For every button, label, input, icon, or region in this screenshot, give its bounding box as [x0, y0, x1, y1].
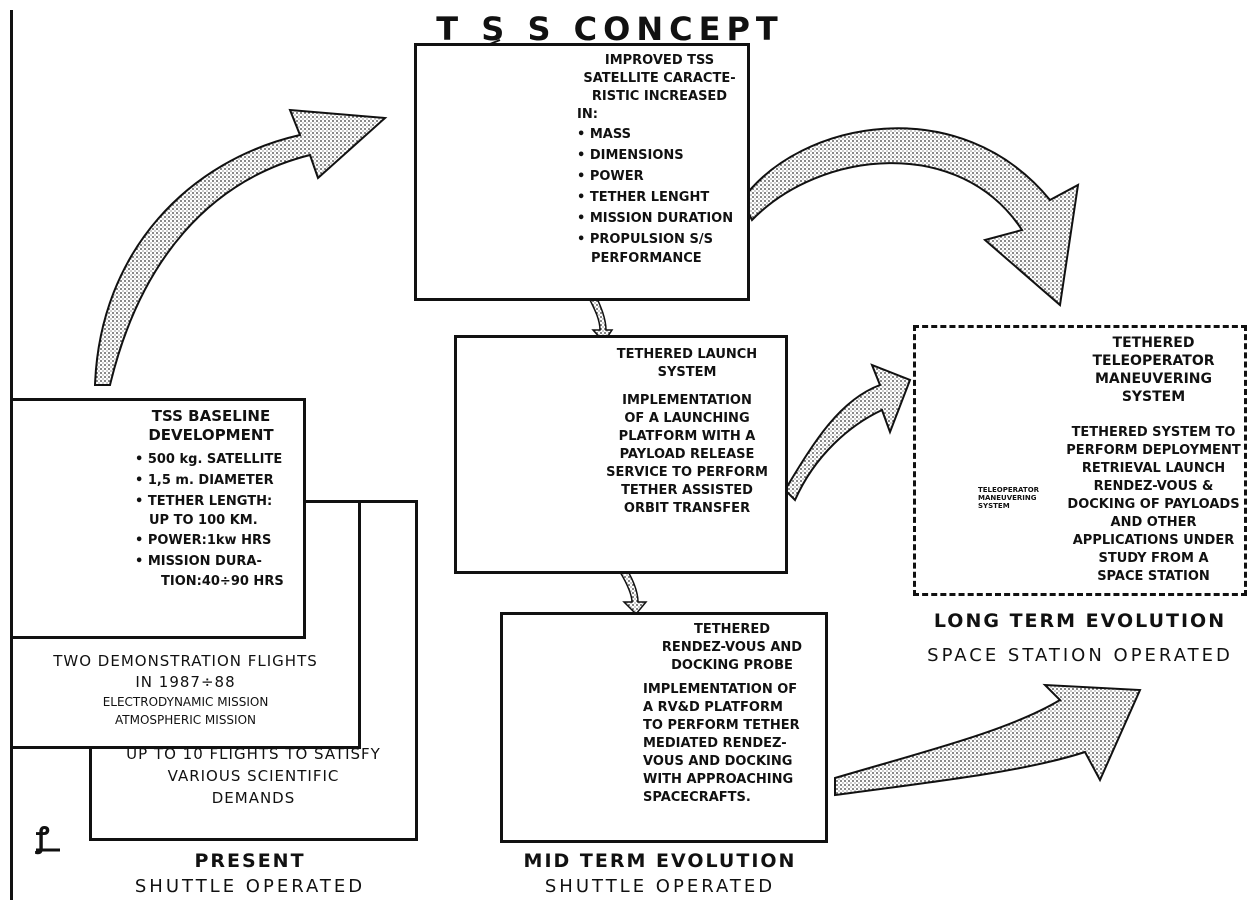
demo-line-2: IN 1987÷88 — [135, 673, 236, 691]
rendezvous-body-4: MEDIATED RENDEZ- — [643, 736, 787, 751]
baseline-list-2: POWER:1kw HRS MISSION DURA- — [121, 530, 301, 572]
list-item: MISSION DURA- — [135, 551, 301, 572]
launch-body-4: PAYLOAD RELEASE — [619, 447, 755, 462]
launch-box: TETHERED LAUNCH SYSTEM IMPLEMENTATION OF… — [454, 335, 788, 574]
baseline-duration-cont: TION:40÷90 HRS — [161, 574, 284, 589]
teleop-body-5: DOCKING OF PAYLOADS — [1067, 497, 1240, 512]
arrow-improved-to-longterm — [740, 127, 1080, 307]
teleop-body-4: RENDEZ-VOUS & — [1093, 479, 1214, 494]
improved-heading-4: IN: — [577, 107, 598, 122]
teleoperator-body: TETHERED SYSTEM TO PERFORM DEPLOYMENT RE… — [1066, 424, 1241, 586]
improved-extra: PERFORMANCE — [591, 251, 702, 266]
rendezvous-body-6: WITH APPROACHING — [643, 772, 794, 787]
teleop-body-8: STUDY FROM A — [1098, 551, 1209, 566]
list-item: MISSION DURATION — [577, 208, 742, 229]
launch-body-3: PLATFORM WITH A — [618, 429, 756, 444]
flights-text: UP TO 10 FLIGHTS TO SATISFY VARIOUS SCIE… — [92, 743, 415, 809]
rendezvous-heading-3: DOCKING PROBE — [671, 658, 793, 673]
caption-long-sub: SPACE STATION OPERATED — [927, 645, 1233, 666]
caption-mid-sub: SHUTTLE OPERATED — [544, 876, 776, 897]
improved-list: MASS DIMENSIONS POWER TETHER LENGHT MISS… — [577, 124, 742, 250]
demo-line-4: ATMOSPHERIC MISSION — [114, 713, 257, 727]
launch-body-1: IMPLEMENTATION — [622, 393, 752, 408]
rendezvous-body-7: SPACECRAFTS. — [643, 790, 751, 805]
list-item: 1,5 m. DIAMETER — [135, 470, 301, 491]
teleop-body-7: APPLICATIONS UNDER — [1072, 533, 1235, 548]
rendezvous-heading-1: TETHERED — [693, 622, 771, 637]
rendezvous-body-2: A RV&D PLATFORM — [643, 700, 783, 715]
improved-tss-box: IMPROVED TSS SATELLITE CARACTE- RISTIC I… — [414, 43, 750, 301]
teleop-heading-1: TETHERED — [1112, 335, 1195, 351]
teleop-small-label: TELEOPERATOR MANEUVERING SYSTEM — [978, 486, 1058, 510]
baseline-tether-cont: UP TO 100 km. — [149, 513, 258, 528]
launch-text: TETHERED LAUNCH SYSTEM IMPLEMENTATION OF… — [592, 346, 782, 518]
teleop-body-2: PERFORM DEPLOYMENT — [1066, 443, 1241, 458]
caption-present-sub: SHUTTLE OPERATED — [134, 876, 366, 897]
list-item: MASS — [577, 124, 742, 145]
teleop-body-3: RETRIEVAL LAUNCH — [1081, 461, 1226, 476]
improved-heading-3: RISTIC INCREASED — [591, 89, 728, 104]
improved-heading-2: SATELLITE CARACTE- — [583, 71, 736, 86]
demo-line-3: ELECTRODYNAMIC MISSION — [102, 695, 269, 709]
list-item: POWER:1kw HRS — [135, 530, 301, 551]
teleop-heading-2: TELEOPERATOR — [1092, 353, 1215, 369]
baseline-text: TSS BASELINE DEVELOPMENT 500 kg. SATELLI… — [121, 407, 301, 592]
baseline-heading-2: DEVELOPMENT — [148, 426, 274, 444]
rendezvous-body-3: TO PERFORM TETHER — [643, 718, 800, 733]
launch-heading-2: SYSTEM — [657, 365, 717, 380]
demo-text: TWO DEMONSTRATION FLIGHTS IN 1987÷88 ELE… — [13, 651, 358, 729]
caption-present: PRESENT — [194, 850, 306, 872]
arrow-launch-to-rendezvous — [618, 566, 648, 616]
logo-mark: ꝭ — [36, 821, 50, 854]
baseline-box: TSS BASELINE DEVELOPMENT 500 kg. SATELLI… — [10, 398, 306, 639]
rendezvous-body-5: VOUS AND DOCKING — [643, 754, 793, 769]
rendezvous-heading-2: RENDEZ-VOUS AND — [661, 640, 803, 655]
teleoperator-box: TETHERED TELEOPERATOR MANEUVERING SYSTEM… — [913, 325, 1247, 596]
list-item: TETHER LENGHT — [577, 187, 742, 208]
launch-body-5: SERVICE TO PERFORM — [606, 465, 768, 480]
launch-body-7: ORBIT TRANSFER — [623, 501, 751, 516]
rendezvous-box: TETHERED RENDEZ-VOUS AND DOCKING PROBE I… — [500, 612, 828, 843]
teleoperator-heading: TETHERED TELEOPERATOR MANEUVERING SYSTEM — [1066, 334, 1241, 406]
flights-line-2: VARIOUS SCIENTIFIC — [167, 767, 340, 785]
teleop-heading-3: MANEUVERING — [1094, 371, 1212, 387]
improved-heading-1: IMPROVED TSS — [604, 53, 715, 68]
teleop-body-1: TETHERED SYSTEM TO — [1071, 425, 1236, 440]
flights-line-3: DEMANDS — [211, 789, 296, 807]
arrow-launch-to-teleoperator — [783, 363, 912, 502]
teleop-body-9: SPACE STATION — [1097, 569, 1210, 584]
list-item: PROPULSION S/S — [577, 229, 742, 250]
list-item: DIMENSIONS — [577, 145, 742, 166]
demo-line-1: TWO DEMONSTRATION FLIGHTS — [53, 652, 318, 670]
teleop-heading-4: SYSTEM — [1121, 389, 1186, 405]
rendezvous-body-1: IMPLEMENTATION OF — [643, 682, 798, 697]
launch-body-6: TETHER ASSISTED — [621, 483, 753, 498]
improved-tss-text: IMPROVED TSS SATELLITE CARACTE- RISTIC I… — [577, 52, 742, 268]
list-item: 500 kg. SATELLITE — [135, 449, 301, 470]
rendezvous-text: TETHERED RENDEZ-VOUS AND DOCKING PROBE I… — [643, 621, 821, 807]
arrow-present-to-improved — [93, 108, 388, 386]
list-item: POWER — [577, 166, 742, 187]
teleop-small-3: SYSTEM — [978, 502, 1010, 510]
launch-heading-1: TETHERED LAUNCH — [616, 347, 758, 362]
caption-mid: MID TERM EVOLUTION — [523, 850, 797, 872]
teleop-small-2: MANEUVERING — [978, 494, 1037, 502]
arrow-rendezvous-to-future — [834, 683, 1142, 797]
baseline-heading-1: TSS BASELINE — [151, 407, 271, 425]
teleop-small-1: TELEOPERATOR — [978, 486, 1040, 494]
caption-long: LONG TERM EVOLUTION — [933, 610, 1227, 632]
baseline-list: 500 kg. SATELLITE 1,5 m. DIAMETER TETHER… — [121, 449, 301, 512]
teleop-body-6: AND OTHER — [1110, 515, 1197, 530]
flights-line-1: UP TO 10 FLIGHTS TO SATISFY — [126, 745, 381, 763]
launch-body-2: OF A LAUNCHING — [624, 411, 750, 426]
list-item: TETHER LENGTH: — [135, 491, 301, 512]
